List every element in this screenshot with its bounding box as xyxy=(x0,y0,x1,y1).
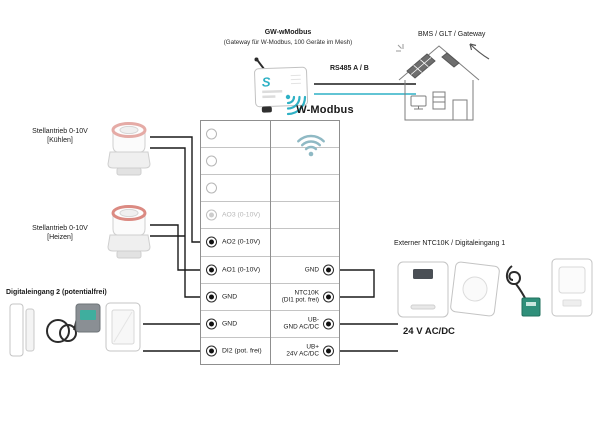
terminal-row-ao1: AO1 (0-10V) xyxy=(201,257,270,284)
terminal-circle xyxy=(206,128,217,140)
terminal-row xyxy=(201,175,270,203)
antenna-icon xyxy=(254,57,259,62)
wire-gnd-actuators xyxy=(150,147,206,298)
cable-sensor-image xyxy=(46,303,101,343)
bms-label: BMS / GLT / Gateway xyxy=(418,31,486,38)
wire-ao2 xyxy=(150,136,206,243)
wmodbus-wifi-icon xyxy=(297,134,325,157)
gateway-wifi-icon xyxy=(285,94,307,116)
terminal-label: DI2 (pot. frei) xyxy=(222,347,262,355)
sun-sparkle-icon xyxy=(396,44,404,52)
bms-arrow-icon xyxy=(469,43,490,60)
gateway-subtitle: (Gateway für W-Modbus, 100 Geräte im Mes… xyxy=(223,39,353,46)
terminal-circle xyxy=(323,345,334,357)
room-sensor-dial-image xyxy=(450,261,500,317)
monitor-icon xyxy=(410,95,427,107)
terminal-circle xyxy=(206,318,217,330)
terminal-circle xyxy=(206,236,217,248)
terminal-label: UB+24V AC/DC xyxy=(286,343,319,358)
terminal-row-di2: DI2 (pot. frei) xyxy=(201,338,270,364)
solar-panel-small-icon xyxy=(441,52,460,68)
terminal-label: NTC10K(DI1 pot. frei) xyxy=(281,289,319,304)
terminal-label: GND xyxy=(222,320,238,328)
terminal-row xyxy=(270,202,339,230)
terminal-column-right: GND NTC10K(DI1 pot. frei) UB-GND AC/DC U… xyxy=(270,121,340,364)
terminal-label: GND xyxy=(304,265,319,273)
terminal-circle xyxy=(323,291,334,303)
wmodbus-title: W-Modbus xyxy=(296,104,354,116)
wall-switch-image xyxy=(105,302,141,352)
rs485-label: RS485 A / B xyxy=(330,65,369,72)
terminal-row xyxy=(201,148,270,176)
terminal-circle xyxy=(206,264,217,276)
label-power: 24 V AC/DC xyxy=(403,326,455,337)
terminal-circle xyxy=(206,155,217,167)
label-digital-input2: Digitaleingang 2 (potentialfrei) xyxy=(6,289,107,296)
terminal-row-ao2: AO2 (0-10V) xyxy=(201,229,270,257)
terminal-circle xyxy=(206,209,217,221)
terminal-circle xyxy=(323,264,334,276)
thermostat-image xyxy=(551,258,593,317)
wire-ntc10k-loop xyxy=(335,269,375,298)
terminal-circle xyxy=(206,291,217,303)
terminal-row xyxy=(270,175,339,203)
terminal-label: AO2 (0-10V) xyxy=(222,238,261,246)
pcb-cable-sensor-image xyxy=(506,265,541,317)
terminal-label: UB-GND AC/DC xyxy=(283,316,319,331)
actuator-heating-image xyxy=(107,205,151,259)
terminal-row xyxy=(270,121,339,149)
terminal-row-ub-plus: UB+24V AC/DC xyxy=(271,338,340,364)
terminal-circle xyxy=(206,345,217,357)
window-contact-image xyxy=(9,303,35,357)
cable-gland xyxy=(261,106,272,113)
terminal-row-gnd1: GND xyxy=(201,284,270,311)
terminal-circle xyxy=(206,182,217,194)
building-illustration xyxy=(396,44,480,121)
terminal-row-ntc10k: NTC10K(DI1 pot. frei) xyxy=(270,284,339,311)
actuator-cooling-image xyxy=(107,122,151,176)
wire-ao1 xyxy=(150,224,206,271)
terminal-row xyxy=(270,148,339,176)
label-external-sensor: Externer NTC10K / Digitaleingang 1 xyxy=(394,240,506,247)
terminal-label: AO3 (0-10V) xyxy=(222,211,261,219)
terminal-label: AO1 (0-10V) xyxy=(222,266,261,274)
terminal-row-gnd-right: GND xyxy=(270,257,339,284)
label-actuator-cooling: Stellantrieb 0-10V[Kühlen] xyxy=(32,128,88,144)
terminal-label: GND xyxy=(222,293,238,301)
terminal-column-left: AO3 (0-10V) AO2 (0-10V) AO1 (0-10V) GND … xyxy=(201,121,271,364)
room-sensor-display-image xyxy=(397,261,449,318)
terminal-circle xyxy=(323,318,334,330)
gateway-title: GW-wModbus xyxy=(264,29,312,36)
terminal-row xyxy=(270,229,339,257)
terminal-row-ub-minus: UB-GND AC/DC xyxy=(270,311,339,338)
terminal-row-gnd2: GND xyxy=(201,311,270,338)
door xyxy=(452,99,468,121)
label-actuator-heating: Stellantrieb 0-10V[Heizen] xyxy=(32,225,88,241)
terminal-block: AO3 (0-10V) AO2 (0-10V) AO1 (0-10V) GND … xyxy=(200,120,340,365)
server-icon xyxy=(432,91,446,110)
terminal-row-ao3: AO3 (0-10V) xyxy=(201,202,270,230)
terminal-row xyxy=(201,121,270,149)
gateway-logo: S xyxy=(262,74,272,89)
